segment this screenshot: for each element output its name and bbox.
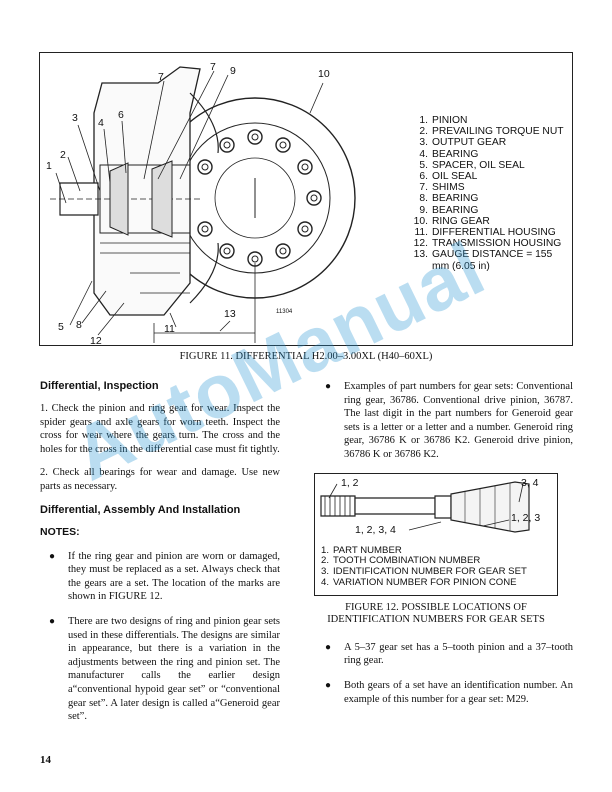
callout-9: 9 bbox=[230, 65, 236, 77]
list-item: ●Examples of part numbers for gear sets:… bbox=[325, 381, 573, 460]
inspection-heading: Differential, Inspection bbox=[40, 380, 159, 392]
figure-12-caption: FIGURE 12. POSSIBLE LOCATIONS OF IDENTIF… bbox=[327, 601, 545, 626]
bullet-icon: ● bbox=[49, 615, 56, 627]
legend-item: 4.BEARING bbox=[419, 148, 479, 160]
legend-item: 1.PART NUMBER bbox=[321, 544, 402, 556]
notes-label: NOTES: bbox=[40, 525, 80, 538]
right-column: ●Examples of part numbers for gear sets:… bbox=[314, 380, 573, 717]
callout-12: 12 bbox=[90, 335, 102, 347]
legend-item: 10.RING GEAR bbox=[413, 215, 490, 227]
legend-item: 9.BEARING bbox=[419, 204, 479, 216]
inspection-step-2: 2. Check all bearings for wear and damag… bbox=[40, 467, 280, 492]
legend-item: 6.OIL SEAL bbox=[419, 171, 478, 183]
figure-12-legend: 1.PART NUMBER 2.TOOTH COMBINATION NUMBER… bbox=[321, 544, 527, 589]
pinion-drawing bbox=[320, 480, 530, 533]
list-item: ●A 5–37 gear set has a 5–tooth pinion an… bbox=[325, 641, 573, 667]
legend-item: 3.IDENTIFICATION NUMBER FOR GEAR SET bbox=[321, 566, 527, 578]
legend-item: 3.OUTPUT GEAR bbox=[419, 137, 507, 149]
callout-8: 8 bbox=[76, 319, 82, 331]
legend-item: 5.SPACER, OIL SEAL bbox=[419, 159, 525, 171]
left-column: Differential, Inspection 1. Check the pi… bbox=[40, 380, 280, 735]
callout-2: 2 bbox=[60, 149, 66, 161]
callout-5: 5 bbox=[58, 321, 64, 333]
legend-item: 1.PINION bbox=[419, 115, 468, 126]
bullet-icon: ● bbox=[325, 679, 332, 691]
bullet-icon: ● bbox=[49, 550, 56, 562]
callout-7b: 7 bbox=[210, 61, 216, 73]
fig12-label-top-left: 1, 2 bbox=[341, 476, 359, 489]
legend-item: 2.PREVAILING TORQUE NUT bbox=[419, 126, 564, 138]
differential-drawing bbox=[50, 66, 356, 343]
legend-item: 2.TOOTH COMBINATION NUMBER bbox=[321, 555, 481, 567]
legend-item: 8.BEARING bbox=[419, 193, 479, 205]
bullet-icon: ● bbox=[325, 381, 332, 392]
figure-11-frame: 1 2 3 4 6 7 7 9 10 5 8 12 11 13 1.PINION… bbox=[39, 52, 573, 347]
gear-set-list: ●A 5–37 gear set has a 5–tooth pinion an… bbox=[316, 641, 573, 706]
figure-12-frame: 1, 2 3, 4 1, 2, 3 1, 2, 3, 4 1.PART NUMB… bbox=[314, 472, 558, 596]
callout-11: 11 bbox=[164, 323, 175, 335]
fig12-label-top-right: 3, 4 bbox=[521, 476, 539, 489]
list-item: ●If the ring gear and pinion are worn or… bbox=[49, 550, 280, 603]
legend-item: 11.DIFFERENTIAL HOUSING bbox=[414, 227, 556, 239]
figure-11-caption: FIGURE 11. DIFFERENTIAL H2.00–3.00XL (H4… bbox=[179, 351, 433, 362]
page-number: 14 bbox=[40, 754, 51, 766]
callout-6: 6 bbox=[118, 109, 124, 121]
bullet-icon: ● bbox=[325, 641, 332, 653]
callout-1: 1 bbox=[46, 160, 52, 172]
figure-11-legend: 1.PINION 2.PREVAILING TORQUE NUT 3.OUTPU… bbox=[412, 115, 568, 272]
figure-code: 11304 bbox=[276, 309, 293, 315]
list-item: ●Both gears of a set have an identificat… bbox=[325, 679, 573, 705]
callout-3: 3 bbox=[72, 112, 78, 124]
notes-list: ●If the ring gear and pinion are worn or… bbox=[40, 550, 280, 724]
callout-7a: 7 bbox=[158, 71, 164, 83]
fig12-label-mid-right: 1, 2, 3 bbox=[511, 511, 541, 524]
list-item: ●There are two designs of ring and pinio… bbox=[49, 615, 280, 723]
assembly-heading: Differential, Assembly And Installation bbox=[40, 503, 241, 516]
examples-list: ●Examples of part numbers for gear sets:… bbox=[316, 380, 573, 462]
fig12-label-mid-left: 1, 2, 3, 4 bbox=[355, 523, 396, 536]
legend-item: 7.SHIMS bbox=[419, 182, 465, 194]
legend-item: 13.GAUGE DISTANCE = 155 mm (6.05 in) bbox=[413, 249, 553, 272]
inspection-step-1: 1. Check the pinion and ring gear for we… bbox=[40, 403, 280, 455]
callout-10: 10 bbox=[318, 68, 330, 80]
legend-item: 4.VARIATION NUMBER FOR PINION CONE bbox=[321, 576, 517, 588]
legend-item: 12.TRANSMISSION HOUSING bbox=[413, 238, 562, 250]
callout-4: 4 bbox=[98, 117, 104, 129]
callout-13: 13 bbox=[224, 308, 236, 320]
